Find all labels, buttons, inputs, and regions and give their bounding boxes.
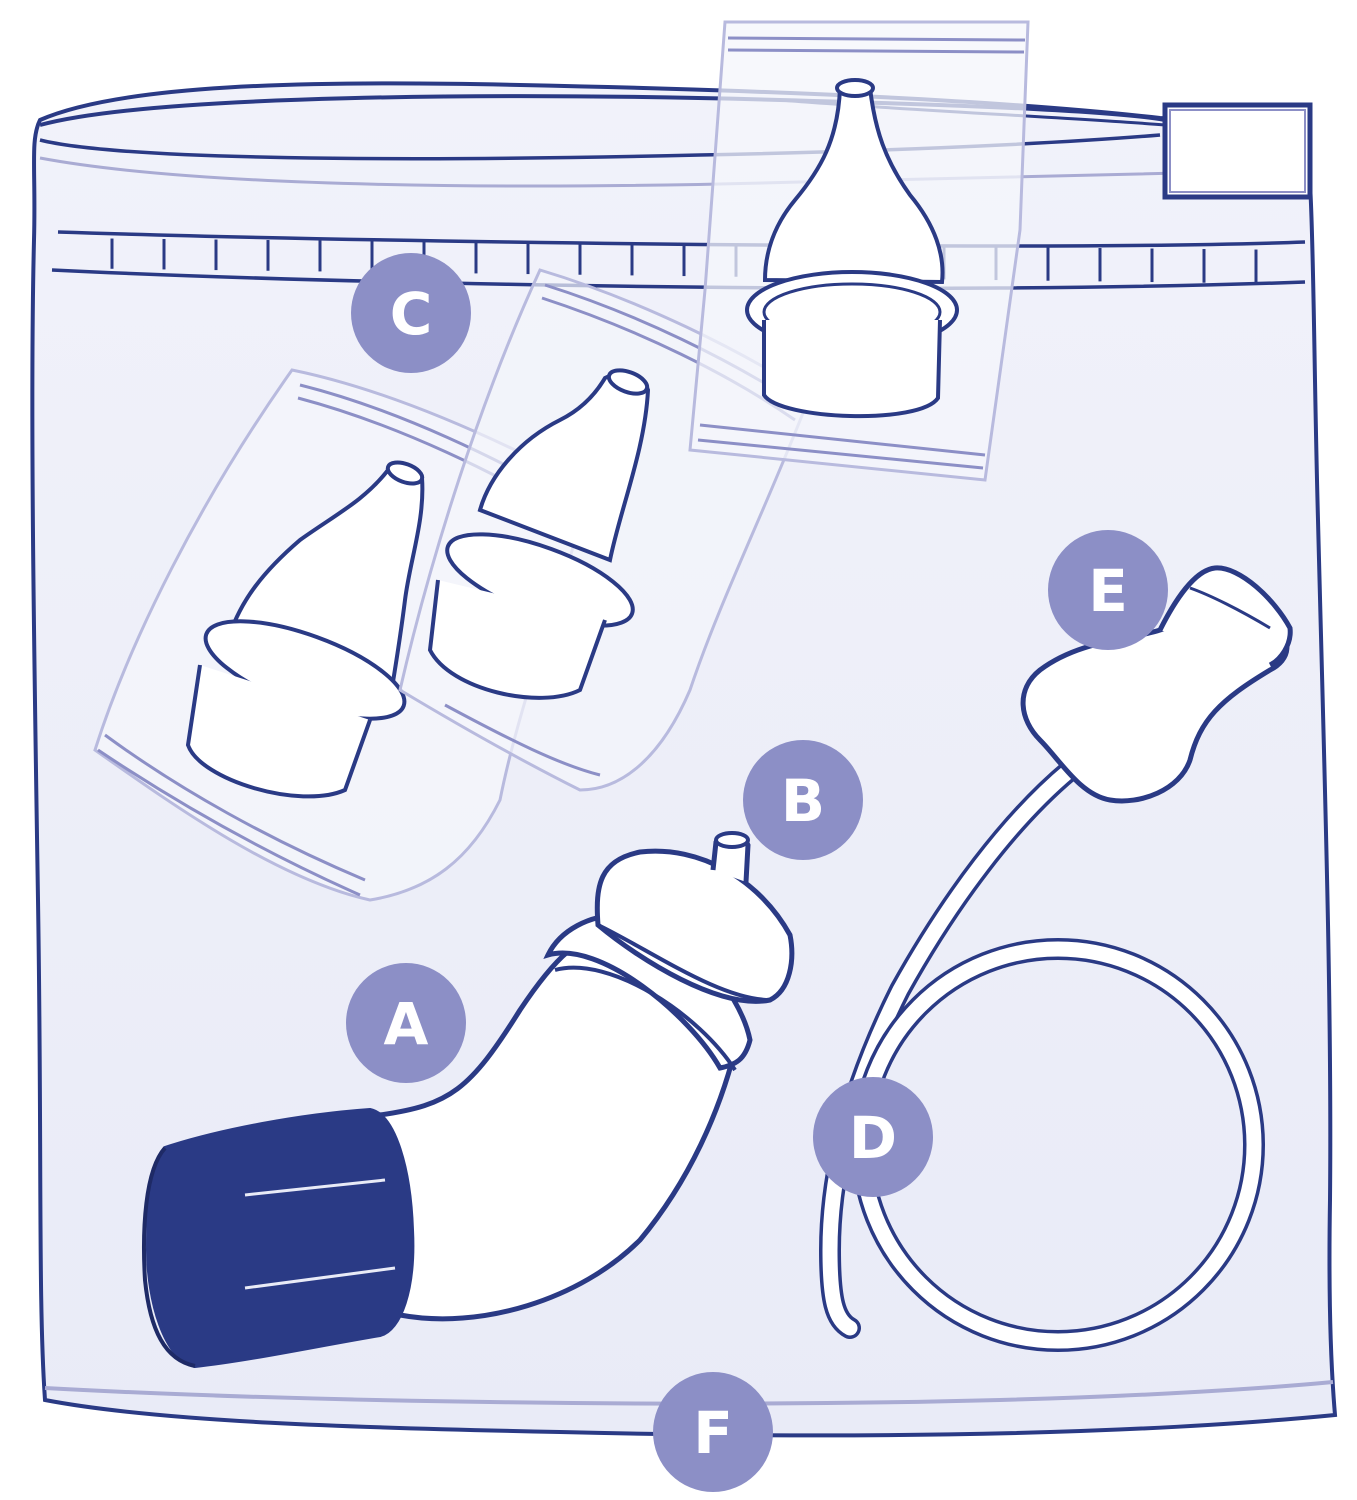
mouthpiece <box>1020 565 1293 804</box>
bag-rim-top <box>39 94 1166 127</box>
aspirator-elbow <box>377 932 738 1322</box>
label-b-circle <box>743 740 863 860</box>
zipper-tag-inner <box>1169 109 1306 193</box>
mouthpiece-top <box>1157 565 1293 668</box>
cap-groove <box>244 1178 386 1197</box>
label-d: D <box>813 1077 933 1197</box>
label-a: A <box>346 963 466 1083</box>
bag-rim-inner <box>39 133 1161 161</box>
pouch-zip-line <box>444 703 601 777</box>
label-f-circle <box>653 1372 773 1492</box>
aspirator-top-rim <box>597 923 771 1002</box>
label-d-circle <box>813 1077 933 1197</box>
nozzle-tip-end <box>714 831 750 849</box>
label-e-circle <box>1048 530 1168 650</box>
pouch-zip-line <box>699 423 986 457</box>
filter-base <box>762 319 942 419</box>
label-d-text: D <box>849 1104 897 1172</box>
aspirator-top <box>594 848 795 1004</box>
cap-groove <box>244 1266 396 1290</box>
label-b: B <box>743 740 863 860</box>
label-c-circle <box>351 253 471 373</box>
pouch-zip-line <box>697 438 984 470</box>
pouch-zip-line <box>727 36 1026 42</box>
aspirator <box>142 831 795 1369</box>
label-f: F <box>653 1372 773 1492</box>
label-c: C <box>351 253 471 373</box>
tube-inner <box>822 762 1078 1336</box>
label-a-circle <box>346 963 466 1083</box>
bag-bottom-seam <box>44 1380 1334 1406</box>
aspirator-cap-face <box>142 1146 196 1368</box>
label-a-text: A <box>384 990 429 1058</box>
pouch-zip-line <box>104 733 366 882</box>
aspirator-cap <box>145 1107 415 1369</box>
mouthpiece-edge <box>1189 586 1271 630</box>
filter-tip <box>606 368 650 396</box>
label-e-text: E <box>1088 557 1128 625</box>
pouch-zip-line <box>727 48 1025 54</box>
filter-pouch-3 <box>688 20 1030 482</box>
filter-base <box>185 664 372 799</box>
label-c-text: C <box>390 280 433 348</box>
filter-tip <box>385 460 425 486</box>
aspirator-collar-band <box>554 965 737 1072</box>
label-b-text: B <box>781 767 825 835</box>
pouch-zip-line <box>97 748 361 897</box>
filter-base <box>427 579 607 700</box>
label-f-text: F <box>693 1399 733 1467</box>
filter-tip <box>835 78 875 98</box>
label-e: E <box>1048 530 1168 650</box>
